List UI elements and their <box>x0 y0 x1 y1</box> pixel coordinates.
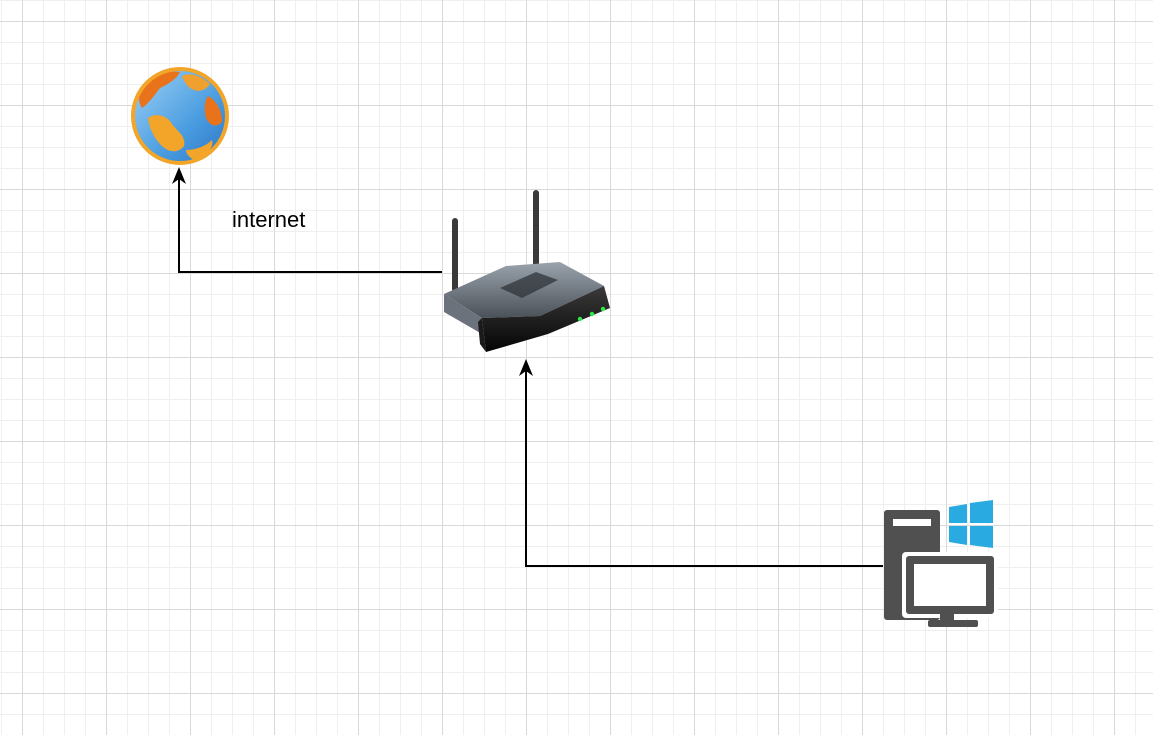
edge-router-to-globe[interactable] <box>172 167 442 273</box>
edge-line[interactable] <box>525 370 883 567</box>
arrowhead-icon <box>519 359 533 376</box>
edge-line[interactable] <box>178 178 442 273</box>
wireless-router-icon[interactable] <box>444 190 610 352</box>
windows-logo-icon <box>949 500 993 548</box>
globe-icon[interactable] <box>131 67 229 165</box>
arrowhead-icon <box>172 167 186 184</box>
edge-label-internet[interactable]: internet <box>232 207 306 232</box>
edge-pc-to-router[interactable] <box>519 359 883 567</box>
windows-pc-icon[interactable] <box>884 500 998 627</box>
